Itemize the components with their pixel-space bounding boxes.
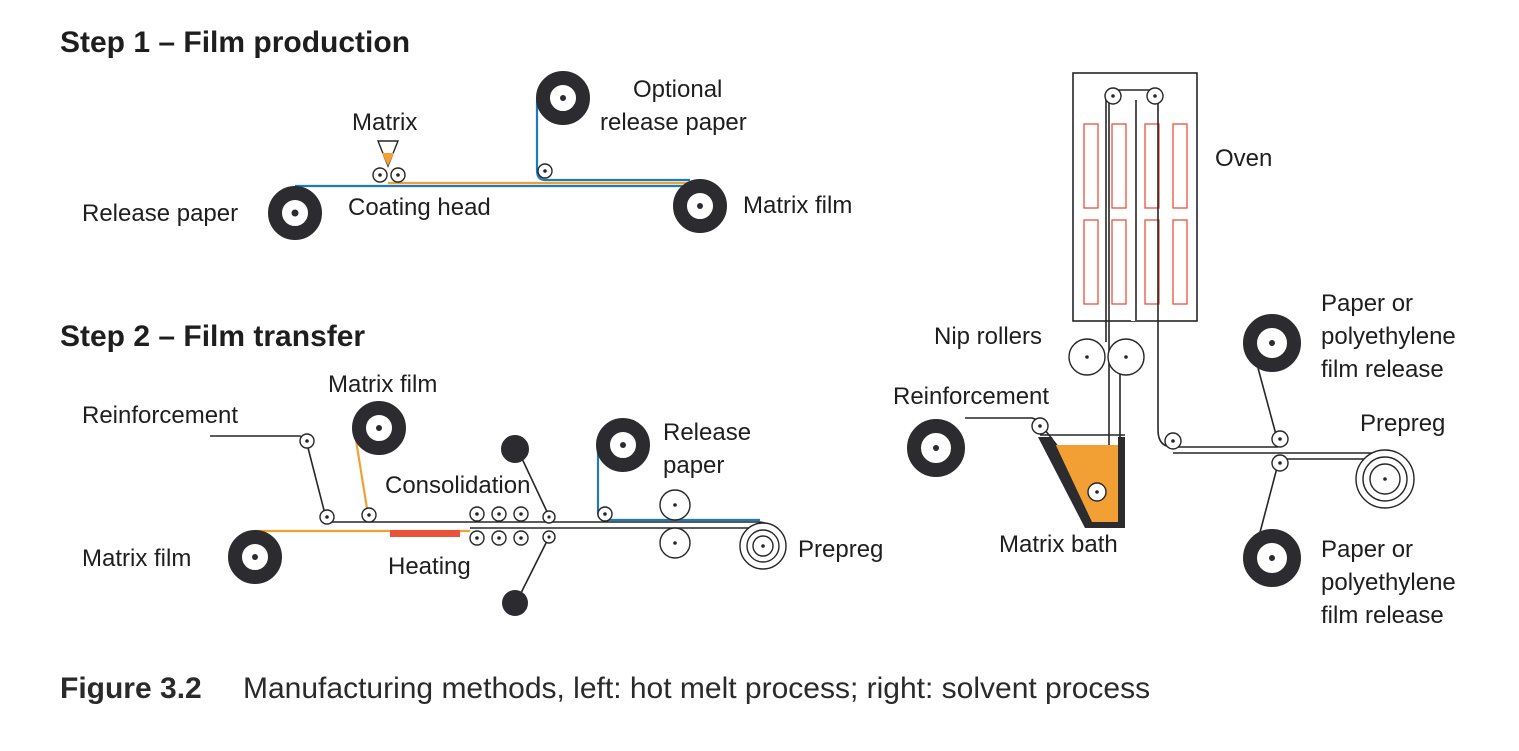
guide-roller — [597, 506, 613, 522]
reinforcement-label: Reinforcement — [82, 402, 238, 429]
belt-roll-bottom — [502, 590, 528, 616]
prepreg-roll — [739, 522, 787, 570]
oven-heaters — [1083, 123, 1188, 305]
step2-film-transfer: Step 2 – Film transfer — [60, 320, 883, 616]
matrix-film-bottom-label: Matrix film — [82, 545, 191, 572]
matrix-bath-label: Matrix bath — [999, 531, 1118, 558]
reinforcement-roll — [907, 419, 965, 477]
guide-roller — [1164, 432, 1182, 450]
reinforcement-web — [210, 435, 760, 523]
matrix-film-top-web — [354, 439, 370, 516]
prepreg-label: Prepreg — [798, 536, 883, 563]
release-paper-optional-label: release paper — [600, 109, 747, 136]
prepreg-label-2: Prepreg — [1360, 410, 1445, 437]
optional-release-paper-roll — [536, 71, 590, 125]
paper-or-label-top: Paper or — [1321, 290, 1413, 317]
release-top-web — [1257, 367, 1279, 443]
pressure-rollers — [659, 489, 691, 559]
coating-head-label: Coating head — [348, 194, 491, 221]
guide-roller — [1271, 430, 1289, 448]
guide-roller — [537, 163, 553, 179]
prepreg-roll-2 — [1355, 449, 1415, 509]
film-release-label-bottom: film release — [1321, 602, 1444, 629]
solvent-process: Oven Nip rollers Reinforcement Matrix ba… — [893, 72, 1456, 629]
matrix-film-roll-bottom — [228, 530, 282, 584]
optional-release-paper-web — [535, 100, 690, 182]
polyethylene-label-top: polyethylene — [1321, 323, 1456, 350]
release-film-roll-bottom — [1243, 529, 1301, 587]
matrix-bath — [1038, 434, 1125, 528]
release-film-roll-top — [1243, 314, 1301, 372]
release-paper-roll-2 — [596, 418, 650, 472]
polyethylene-label-bottom: polyethylene — [1321, 569, 1456, 596]
oven-label: Oven — [1215, 145, 1272, 172]
guide-roller — [299, 433, 315, 449]
heating-element — [390, 530, 460, 537]
nip-rollers-label: Nip rollers — [934, 323, 1042, 350]
matrix-film-roll-top — [352, 401, 406, 455]
nip-rollers — [1068, 338, 1145, 376]
figure-caption: Figure 3.2 Manufacturing methods, left: … — [60, 672, 1150, 705]
consolidation-label: Consolidation — [385, 472, 530, 499]
guide-roller — [1271, 454, 1289, 472]
figure-caption-text: Manufacturing methods, left: hot melt pr… — [243, 672, 1150, 705]
step2-title: Step 2 – Film transfer — [60, 320, 365, 353]
bath-roller — [1087, 482, 1107, 502]
release-bottom-web — [1257, 463, 1279, 541]
release-paper-label: Release paper — [82, 200, 238, 227]
optional-label: Optional — [633, 76, 722, 103]
matrix-film-top-label: Matrix film — [328, 371, 437, 398]
oven-top-rollers — [1104, 87, 1164, 105]
coating-head — [372, 140, 406, 183]
reinforcement-label-2: Reinforcement — [893, 383, 1049, 410]
film-release-label-top: film release — [1321, 356, 1444, 383]
step1-film-production: Step 1 – Film production — [60, 26, 852, 240]
consolidation-rollers — [469, 506, 556, 546]
belt-roll-top — [501, 435, 529, 463]
guide-roller — [1031, 417, 1049, 435]
paper-label: paper — [663, 452, 724, 479]
heating-label: Heating — [388, 553, 471, 580]
matrix-film-label: Matrix film — [743, 192, 852, 219]
matrix-label: Matrix — [352, 109, 417, 136]
figure-number: Figure 3.2 — [60, 672, 202, 705]
release-label: Release — [663, 419, 751, 446]
guide-roller — [319, 509, 335, 525]
matrix-film-roll — [673, 179, 727, 233]
release-paper-roll — [268, 186, 322, 240]
step1-title: Step 1 – Film production — [60, 26, 410, 59]
paper-or-label-bottom: Paper or — [1321, 536, 1413, 563]
guide-roller — [361, 507, 377, 523]
